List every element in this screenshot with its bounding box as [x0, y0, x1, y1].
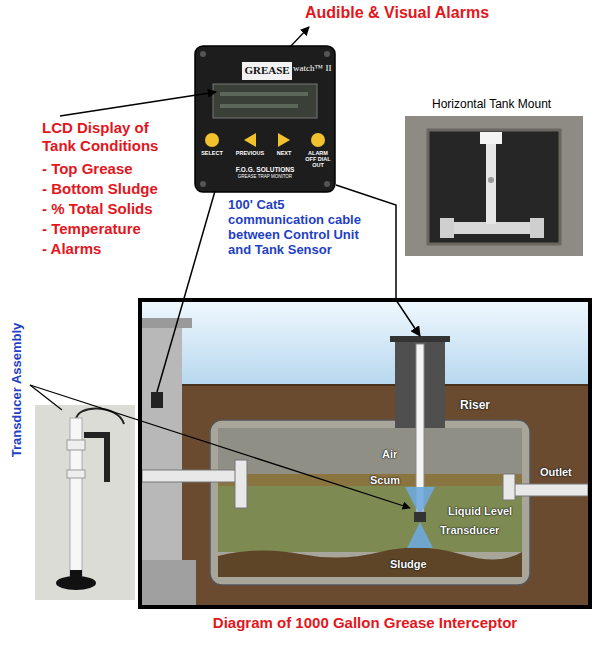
transducer-photo [35, 405, 135, 600]
interceptor-diagram [235, 460, 247, 508]
part-name: Transducer [440, 524, 499, 536]
interceptor-diagram [390, 336, 450, 342]
interceptor-diagram [416, 344, 424, 512]
control-unit [324, 51, 330, 57]
figure-caption: Diagram of 1000 Gallon Grease Intercepto… [140, 614, 590, 631]
interceptor-diagram [142, 560, 196, 605]
control-unit [205, 133, 219, 147]
brand-name: watch™ II [293, 64, 333, 74]
leader-line [30, 27, 420, 508]
leader-line [290, 27, 309, 47]
callout-text: Audible & Visual Alarms [305, 4, 489, 22]
leader-line [157, 191, 215, 392]
leader-line [30, 385, 410, 508]
callout-text: - Alarms [42, 240, 101, 257]
interceptor-diagram [218, 486, 522, 552]
control-unit [213, 84, 317, 118]
transducer-photo [104, 432, 110, 482]
interceptor-diagram [140, 300, 590, 607]
control-unit [195, 46, 335, 192]
button-label: ALARM OFF DIAL OUT [303, 150, 333, 168]
interceptor-diagram [140, 300, 590, 607]
control-unit [200, 51, 206, 57]
leader-line [336, 185, 420, 336]
button-label: NEXT [267, 150, 301, 156]
tank-mount-photo [405, 116, 583, 256]
interceptor-diagram [503, 474, 515, 500]
tank-mount-photo [405, 116, 583, 256]
maker-name: F.O.G. SOLUTIONS [215, 166, 315, 173]
callout-text: LCD Display of Tank Conditions [42, 119, 177, 155]
tank-mount-photo [440, 218, 454, 238]
control-unit [324, 181, 330, 187]
interceptor-diagram [151, 392, 163, 408]
tank-mount-photo [486, 140, 496, 224]
part-name: Air [382, 448, 397, 460]
part-name: Scum [370, 474, 400, 486]
transducer-photo [67, 470, 85, 478]
transducer-photo [35, 405, 135, 600]
brand-name: GREASE [242, 64, 292, 76]
control-unit [244, 133, 256, 147]
control-unit [195, 46, 335, 192]
interceptor-diagram [509, 484, 588, 496]
interceptor-diagram [218, 547, 522, 577]
callout-text: 100' Cat5 communication cable between Co… [228, 197, 380, 257]
button-label: PREVIOUS [233, 150, 267, 156]
interceptor-diagram [218, 428, 522, 474]
part-name: Transducer Assembly [10, 323, 23, 458]
interceptor-diagram [142, 302, 588, 385]
control-unit [278, 133, 290, 147]
interceptor-diagram [218, 474, 522, 486]
leader-line [60, 92, 216, 116]
transducer-photo [67, 440, 85, 450]
control-unit [220, 92, 308, 96]
control-unit [311, 133, 325, 147]
callout-text: Horizontal Tank Mount [432, 97, 551, 111]
transducer-photo [76, 408, 124, 424]
maker-name: GREASE TRAP MONITOR [215, 175, 315, 180]
callout-text: - % Total Solids [42, 200, 153, 217]
control-unit-face: GREASEwatch™ II SELECT PREVIOUSNEXTALARM O… [195, 46, 335, 192]
part-name: Liquid Level [448, 505, 512, 517]
interceptor-diagram [405, 487, 435, 516]
callout-text: - Top Grease [42, 160, 133, 177]
control-unit [220, 104, 298, 108]
tank-mount-photo [488, 177, 494, 183]
tank-mount-photo [428, 130, 560, 244]
callout-text: - Temperature [42, 220, 141, 237]
part-name: Sludge [390, 558, 427, 570]
interceptor-diagram [142, 384, 588, 386]
tank-mount-photo [480, 132, 502, 144]
part-name: Riser [460, 398, 490, 412]
control-unit [200, 181, 206, 187]
callout-text: - Bottom Sludge [42, 180, 158, 197]
part-name: Outlet [540, 466, 572, 478]
interceptor-diagram [142, 470, 240, 482]
interceptor-diagram [210, 420, 530, 585]
interceptor-diagram [142, 318, 192, 328]
transducer-photo [56, 576, 96, 590]
interceptor-diagram [414, 512, 426, 522]
interceptor-diagram [142, 385, 588, 605]
button-label: SELECT [195, 150, 229, 156]
control-unit [242, 62, 292, 80]
tank-mount-photo [530, 218, 544, 238]
interceptor-diagram [407, 522, 433, 548]
leader-line [30, 385, 62, 410]
